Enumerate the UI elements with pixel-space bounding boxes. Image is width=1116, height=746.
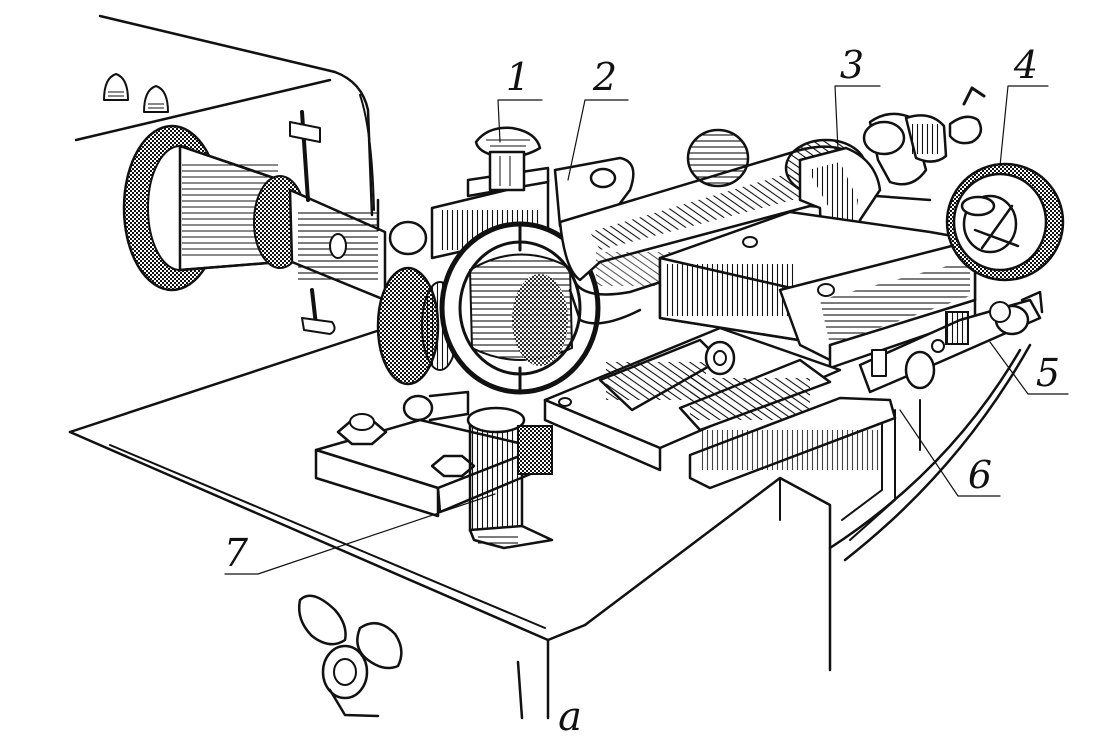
callout-3: 3: [840, 43, 864, 87]
spindle-assembly: [122, 110, 387, 335]
slide-guide: [543, 326, 897, 490]
callout-7: 7: [224, 531, 249, 575]
callout-1: 1: [506, 55, 530, 99]
carriage: [658, 210, 977, 370]
connecting-arm: [553, 145, 864, 325]
wing-nut-icon: [298, 594, 403, 718]
figure-caption: a: [558, 694, 582, 740]
callout-2: 2: [592, 55, 617, 99]
side-lock: [858, 290, 1044, 394]
handwheel-icon: [945, 162, 1065, 282]
clamp-knob-icon: [474, 126, 542, 192]
callout-4: 4: [1013, 43, 1038, 87]
callout-6: 6: [968, 453, 992, 497]
leader-lines: [224, 85, 1069, 575]
callout-5: 5: [1036, 351, 1060, 395]
acorn-knob-icon: [103, 73, 129, 101]
machine-housing: [74, 14, 375, 217]
work-table: [68, 328, 1032, 720]
hex-nut-icon: [336, 413, 388, 446]
acorn-knob-icon: [143, 85, 169, 113]
base-plate: [314, 406, 554, 550]
